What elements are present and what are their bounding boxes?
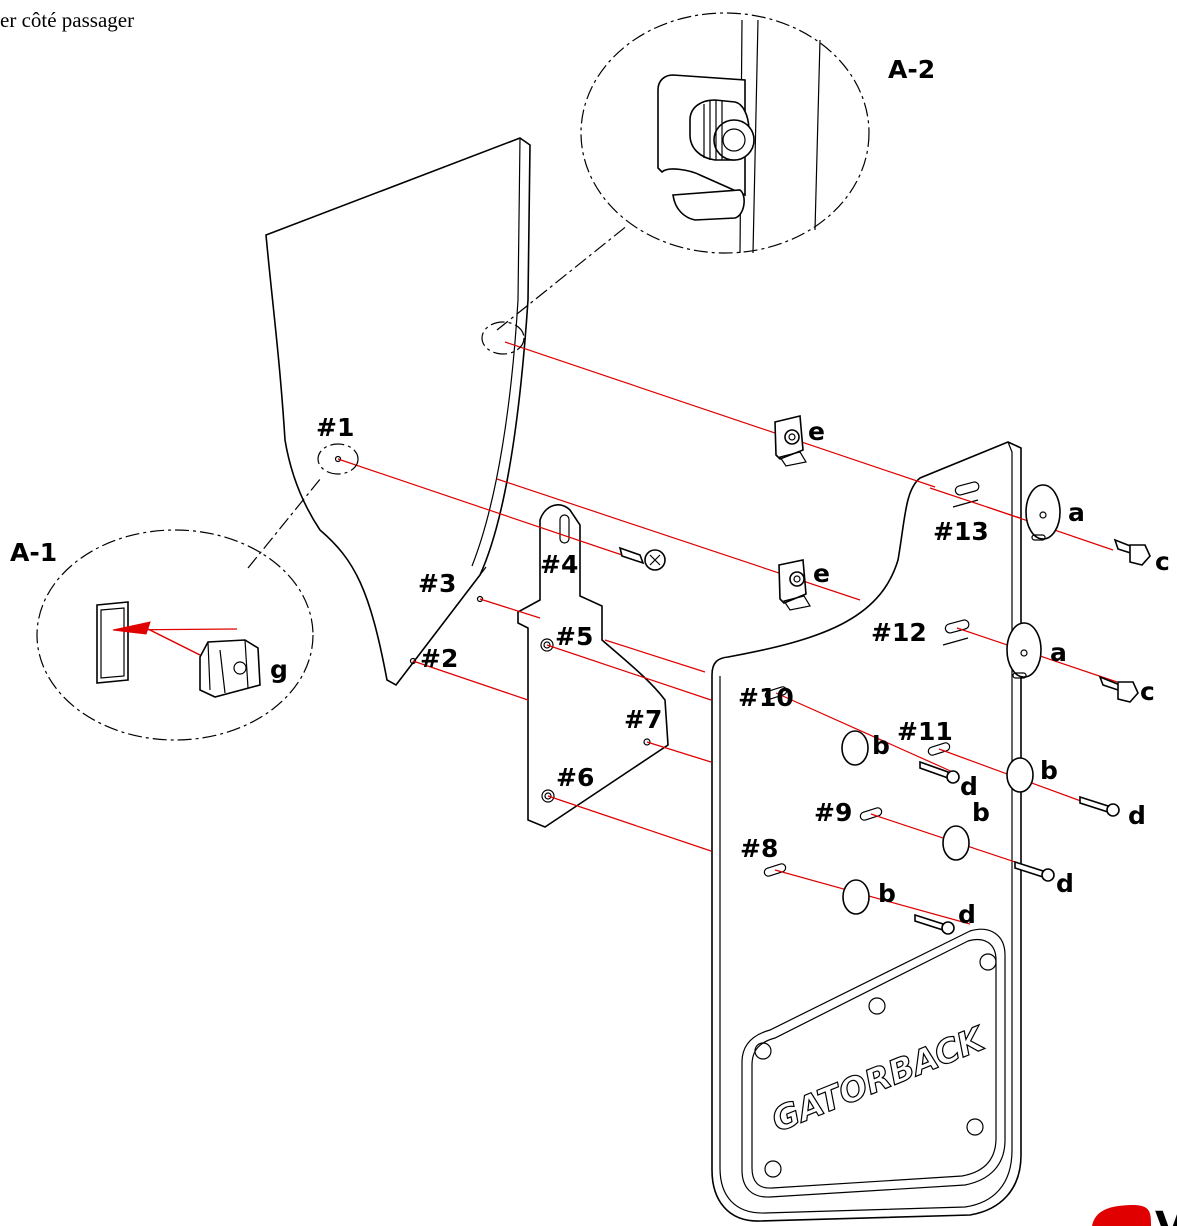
mud-flap: GATORBACK [711, 441, 1022, 1222]
hole-label-11: #11 [897, 717, 953, 746]
corner-mark: V [1092, 1204, 1177, 1226]
detail-label-a2: A-2 [888, 55, 935, 84]
part-label-a-lower: a [1050, 638, 1067, 667]
mounting-bracket [517, 504, 669, 828]
part-label-b-8: b [878, 879, 896, 908]
bolts-d [914, 760, 1120, 935]
hole-label-8: #8 [740, 834, 778, 863]
hole-label-10: #10 [738, 683, 794, 712]
hole-label-6: #6 [556, 763, 594, 792]
detail-label-a1: A-1 [10, 538, 57, 567]
labels: A-2 A-1 #1 #2 #3 #4 #5 #6 #7 #8 #9 #10 #… [10, 55, 1170, 929]
part-label-b-9: b [972, 798, 990, 827]
hole-label-4: #4 [540, 550, 578, 579]
part-label-d-10: d [960, 772, 978, 801]
hole-label-13: #13 [933, 517, 989, 546]
hole-label-12: #12 [871, 618, 927, 647]
hole-label-5: #5 [555, 622, 593, 651]
clip-e-lower [778, 559, 811, 611]
part-label-e-lower: e [813, 559, 830, 588]
hole-label-9: #9 [814, 798, 852, 827]
part-label-e-upper: e [808, 417, 825, 446]
washers-b [841, 730, 1034, 915]
hole-label-7: #7 [624, 705, 662, 734]
screw-1 [618, 546, 666, 571]
part-label-c-lower: c [1140, 677, 1155, 706]
corner-mark-text: V [1155, 1204, 1177, 1226]
hole-label-1: #1 [316, 413, 354, 442]
caption-text: er côté passager [0, 8, 135, 32]
part-label-a-upper: a [1068, 498, 1085, 527]
detail-callout-a2 [481, 12, 870, 355]
fender-liner-panel [265, 137, 531, 687]
bolts-c [1098, 538, 1151, 703]
part-label-d-11: d [1128, 801, 1146, 830]
part-label-g: g [270, 655, 288, 684]
hole-label-2: #2 [420, 644, 458, 673]
washer-a-lower [1006, 622, 1042, 679]
clip-e-upper [774, 415, 807, 467]
part-label-c-upper: c [1155, 547, 1170, 576]
washer-a-upper [1025, 484, 1061, 541]
hole-label-3: #3 [418, 569, 456, 598]
part-label-b-11: b [1040, 756, 1058, 785]
part-label-d-8: d [958, 900, 976, 929]
part-label-d-9: d [1056, 869, 1074, 898]
detail-callout-a1 [36, 443, 359, 741]
part-label-b-10: b [872, 731, 890, 760]
